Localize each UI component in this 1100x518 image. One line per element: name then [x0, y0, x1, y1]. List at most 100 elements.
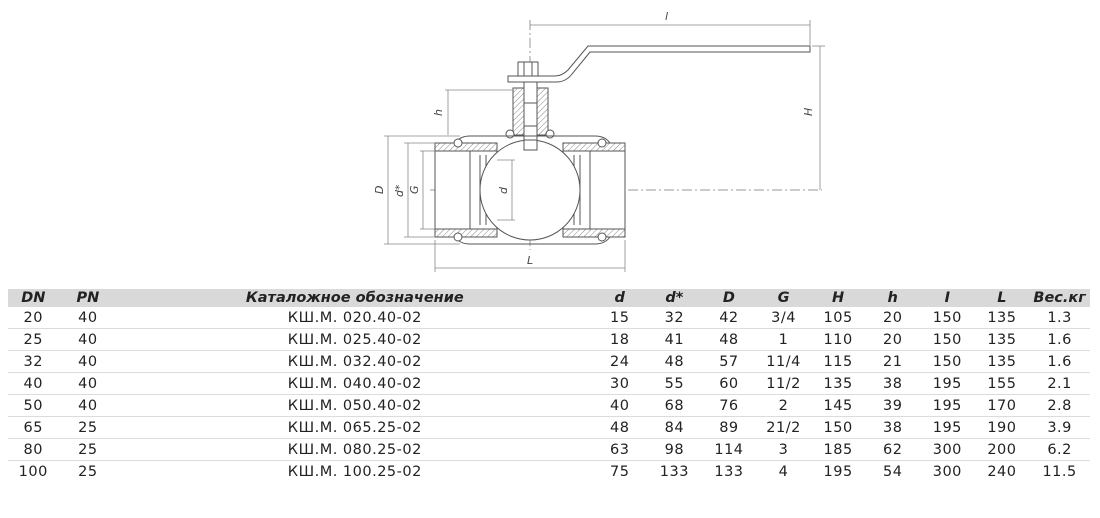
table-cell: КШ.М. 065.25-02 [117, 416, 593, 439]
table-cell: 11/2 [756, 372, 811, 395]
table-cell: 30 [592, 372, 648, 395]
table-cell: 15 [592, 307, 648, 329]
table-cell: 135 [974, 350, 1030, 373]
table-cell: КШ.М. 050.40-02 [117, 394, 593, 417]
table-cell: 98 [647, 438, 702, 461]
table-cell: 39 [865, 394, 921, 417]
table-cell: 38 [865, 416, 921, 439]
table-cell: 40 [58, 350, 118, 373]
table-cell: 150 [920, 307, 975, 329]
table-cell: 25 [58, 438, 118, 461]
table-cell: 20 [865, 328, 921, 351]
table-cell: 48 [701, 328, 757, 351]
table-cell: 133 [714, 463, 744, 480]
table-cell: 145 [810, 394, 866, 417]
table-cell: КШ.М. 020.40-02 [117, 307, 593, 329]
handle-lever [507, 45, 811, 83]
table-cell: 300 [932, 463, 962, 480]
table-cell: 21/2 [756, 416, 811, 439]
table-cell: 40 [58, 394, 118, 417]
dim-label-d: d [497, 186, 510, 194]
table-cell: 135 [810, 372, 866, 395]
table-cell: 50 [8, 394, 59, 417]
table-cell: 105 [810, 307, 866, 329]
table-cell: 25 [8, 328, 59, 351]
column-header: Каталожное обозначение [117, 289, 593, 307]
table-cell: 24 [592, 350, 648, 373]
table-cell: 32 [8, 350, 59, 373]
table-cell: 114 [701, 438, 757, 461]
column-header: DN [8, 289, 59, 307]
table-cell: 75 [610, 463, 630, 480]
column-header: L [974, 289, 1030, 307]
table-cell: 76 [701, 394, 757, 417]
table-cell: 41 [647, 328, 702, 351]
table-cell: 100 [18, 463, 48, 480]
table-cell: 42 [701, 307, 757, 329]
column-header: d* [647, 289, 702, 307]
table-cell: 195 [920, 416, 975, 439]
table-cell: 170 [974, 394, 1030, 417]
table-cell: 150 [920, 328, 975, 351]
table-cell: 200 [974, 438, 1030, 461]
table-cell: 54 [882, 463, 903, 480]
column-header: PN [58, 289, 118, 307]
column-header: G [756, 289, 811, 307]
table-cell: 11.5 [1042, 463, 1077, 480]
table-cell: 80 [8, 438, 59, 461]
table-cell: КШ.М. 025.40-02 [117, 328, 593, 351]
table-cell: 150 [920, 350, 975, 373]
table-cell: 48 [647, 350, 702, 373]
table-cell: 21 [865, 350, 921, 373]
table-cell: 11/4 [756, 350, 811, 373]
table-cell: 48 [592, 416, 648, 439]
table-cell: КШ.М. 032.40-02 [117, 350, 593, 373]
dim-label-H: H [802, 108, 815, 116]
table-cell: 190 [974, 416, 1030, 439]
column-header: H [810, 289, 866, 307]
table-cell: 3.9 [1029, 416, 1090, 439]
table-cell: 1.6 [1029, 350, 1090, 373]
column-header: d [592, 289, 648, 307]
table-cell: КШ.М. 040.40-02 [117, 372, 593, 395]
table-cell: 40 [58, 307, 118, 329]
table-cell: 18 [592, 328, 648, 351]
column-header: I [920, 289, 975, 307]
dim-label-d-star: d* [393, 184, 406, 197]
dim-label-D: D [373, 186, 386, 194]
table-cell: 89 [701, 416, 757, 439]
table-cell: 3 [756, 438, 811, 461]
table-cell: 300 [920, 438, 975, 461]
table-cell: 20 [8, 307, 59, 329]
table-cell: КШ.М. 100.25-02 [287, 463, 422, 480]
table-cell: 1.6 [1029, 328, 1090, 351]
table-cell: 185 [810, 438, 866, 461]
table-cell: 38 [865, 372, 921, 395]
table-cell: 195 [920, 394, 975, 417]
column-header: D [701, 289, 757, 307]
table-cell: 150 [810, 416, 866, 439]
table-cell: 110 [810, 328, 866, 351]
column-header: h [865, 289, 921, 307]
column-header: Вес.кг [1029, 289, 1090, 307]
table-cell: 32 [647, 307, 702, 329]
ball [479, 139, 581, 241]
table-cell: 40 [58, 372, 118, 395]
table-cell: 40 [8, 372, 59, 395]
table-cell: 2.8 [1029, 394, 1090, 417]
table-cell: 84 [647, 416, 702, 439]
table-cell: 25 [78, 463, 98, 480]
table-cell: 133 [659, 463, 689, 480]
table-cell: 135 [974, 328, 1030, 351]
table-cell: КШ.М. 080.25-02 [117, 438, 593, 461]
table-cell: 115 [810, 350, 866, 373]
dim-label-G: G [408, 185, 421, 194]
table-cell: 40 [58, 328, 118, 351]
